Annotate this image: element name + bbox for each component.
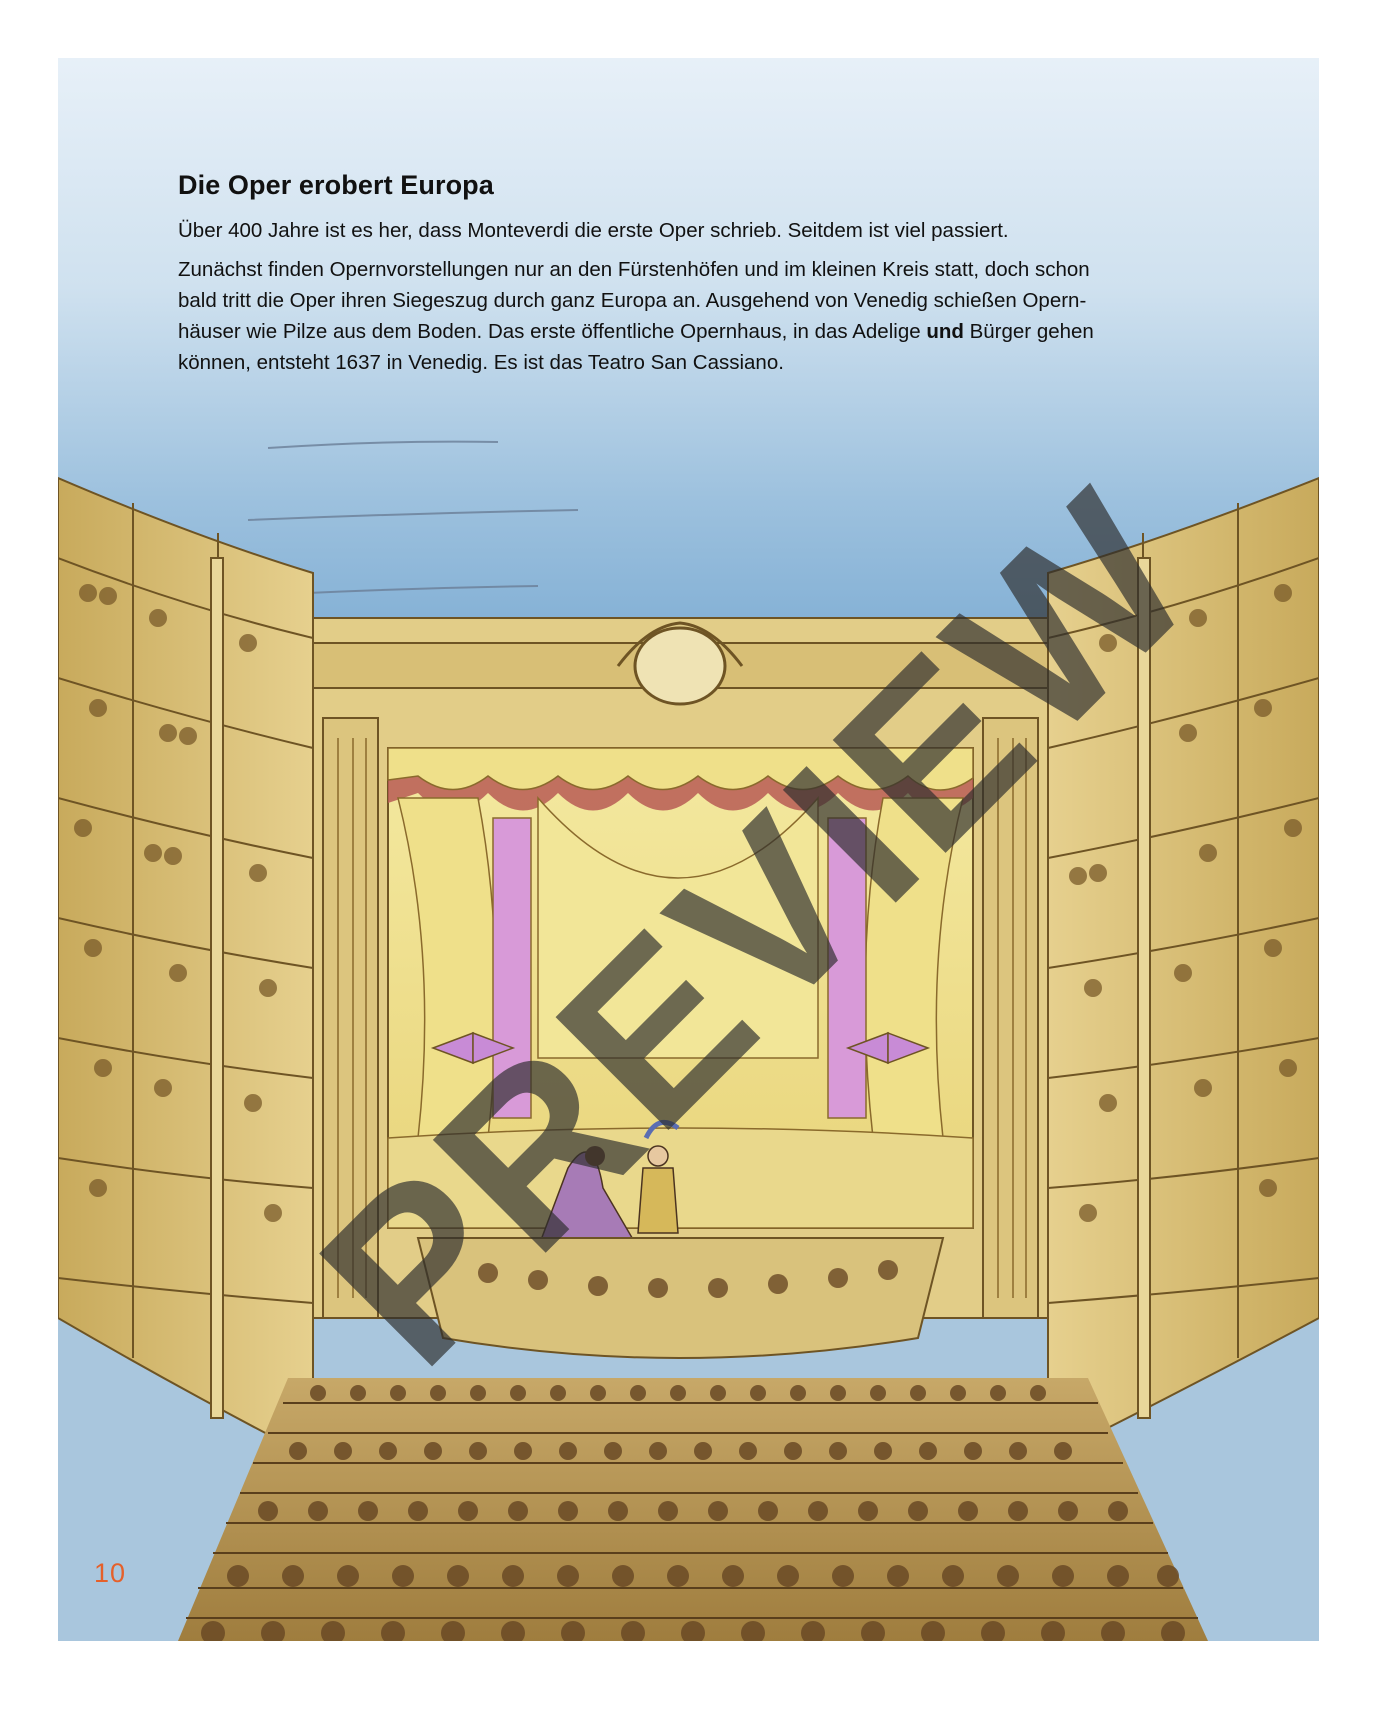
paragraph-bold-word: und — [926, 320, 964, 343]
opera-house-illustration — [58, 440, 1319, 1641]
text-block: Die Oper erobert Europa Über 400 Jahre i… — [178, 170, 1228, 386]
sky-clouds — [247, 440, 579, 594]
orchestra-pit — [416, 1237, 945, 1359]
left-boxes — [58, 476, 314, 1460]
paragraph-line-1: Zunächst finden Opernvorstellungen nur a… — [178, 258, 1090, 281]
paragraph-line-2: bald tritt die Oper ihren Siegeszug durc… — [178, 289, 1087, 312]
page-heading: Die Oper erobert Europa — [178, 170, 494, 200]
paragraph-line-4: können, entsteht 1637 in Venedig. Es ist… — [178, 351, 784, 374]
right-boxes — [1047, 476, 1319, 1460]
page-illustration-frame: Die Oper erobert Europa Über 400 Jahre i… — [58, 58, 1319, 1641]
paragraph-line-3: häuser wie Pilze aus dem Boden. Das erst… — [178, 320, 927, 343]
page-number: 10 — [94, 1558, 127, 1588]
paragraph-line-3-end: Bürger gehen — [963, 320, 1094, 343]
stage — [387, 747, 974, 1249]
audience-stalls — [178, 1378, 1208, 1641]
history-paragraph: Zunächst finden Opernvorstellungen nur a… — [178, 254, 1228, 378]
intro-paragraph: Über 400 Jahre ist es her, dass Montever… — [178, 219, 1009, 242]
